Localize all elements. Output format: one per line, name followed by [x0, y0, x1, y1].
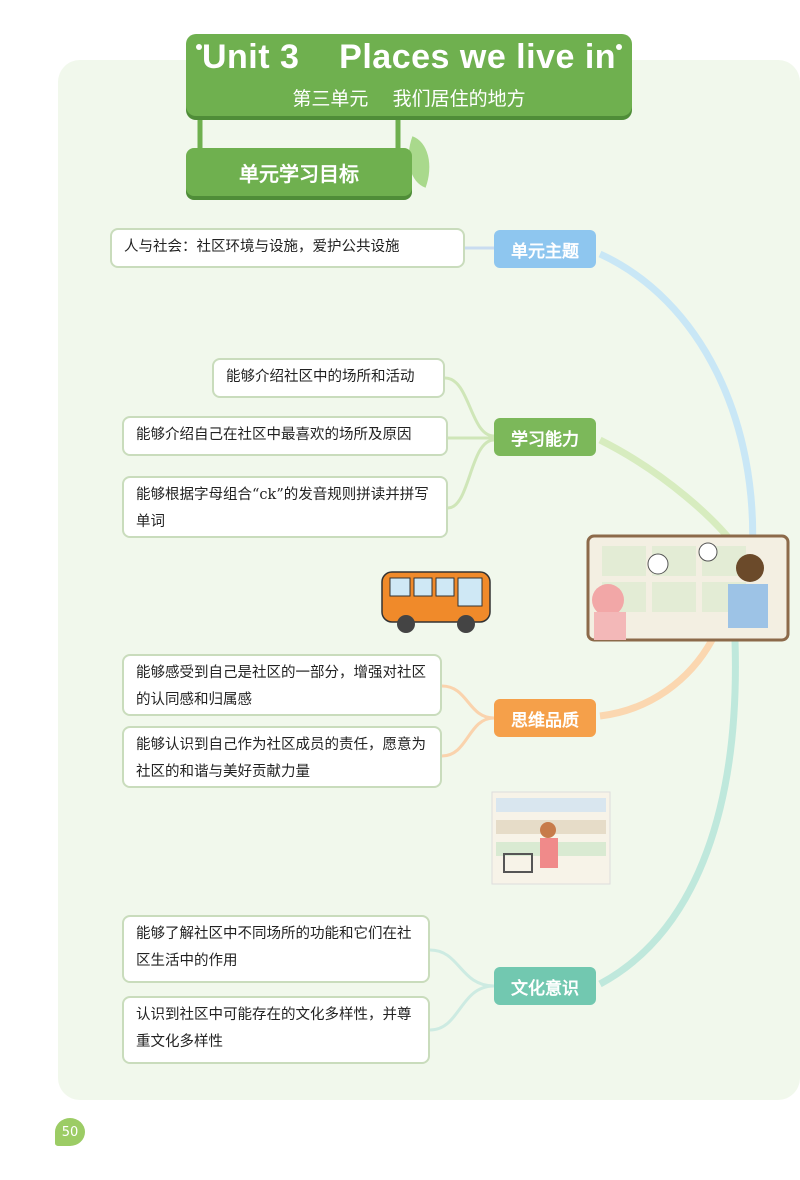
goal-box-thinking-1: 能够感受到自己是社区的一部分，增强对社区的认同感和归属感 — [122, 654, 442, 716]
branch-label-thinking: 思维品质 — [494, 699, 596, 737]
goal-box-culture-2: 认识到社区中可能存在的文化多样性，并尊重文化多样性 — [122, 996, 430, 1064]
goal-box-ability-1: 能够介绍社区中的场所和活动 — [212, 358, 445, 398]
branch-label-ability: 学习能力 — [494, 418, 596, 456]
banner-dot — [616, 44, 622, 50]
community-board-illustration — [586, 534, 790, 642]
goal-box-culture-1: 能够了解社区中不同场所的功能和它们在社区生活中的作用 — [122, 915, 430, 983]
page-number: 50 — [55, 1118, 85, 1146]
banner-dot — [196, 44, 202, 50]
unit-title-banner: Unit 3 Places we live in 第三单元 我们居住的地方 — [186, 34, 632, 116]
branch-label-theme: 单元主题 — [494, 230, 596, 268]
goals-heading: 单元学习目标 — [186, 148, 412, 196]
unit-title-english: Unit 3 Places we live in — [201, 38, 617, 76]
goal-box-thinking-2: 能够认识到自己作为社区成员的责任，愿意为社区的和谐与美好贡献力量 — [122, 726, 442, 788]
goal-box-ability-3: 能够根据字母组合“ck”的发音规则拼读并拼写单词 — [122, 476, 448, 538]
supermarket-illustration — [491, 791, 611, 885]
goal-box-ability-2: 能够介绍自己在社区中最喜欢的场所及原因 — [122, 416, 448, 456]
goal-box-theme: 人与社会：社区环境与设施，爱护公共设施 — [110, 228, 465, 268]
branch-label-culture: 文化意识 — [494, 967, 596, 1005]
bus-illustration — [381, 571, 491, 633]
unit-title-chinese: 第三单元 我们居住的地方 — [292, 88, 526, 110]
